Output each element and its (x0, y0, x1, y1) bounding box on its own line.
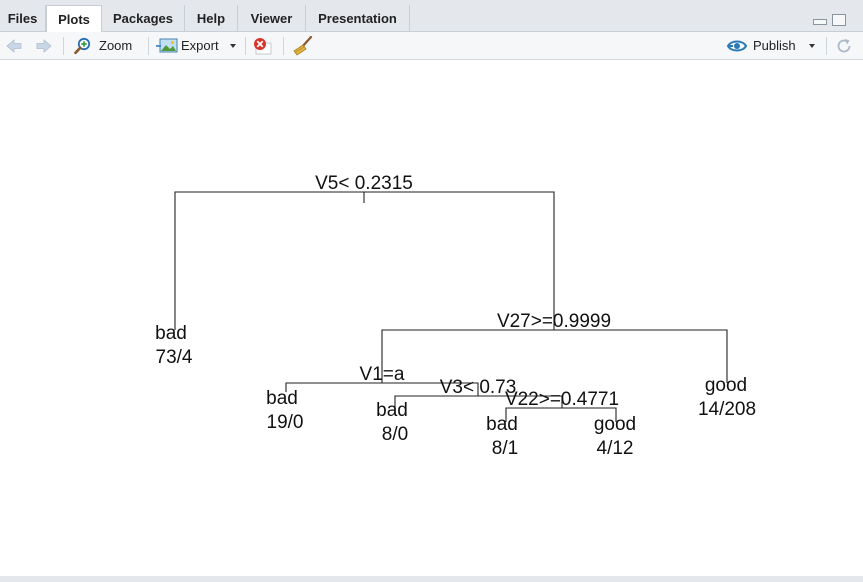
leaf-class: bad (155, 323, 187, 344)
tree-branches (174, 191, 728, 422)
leaf-counts: 14/208 (698, 399, 756, 420)
split-label-v22: V22>=0.4771 (505, 389, 619, 410)
publish-button[interactable]: Publish (727, 35, 822, 57)
toolbar-separator (148, 37, 149, 55)
tab-viewer[interactable]: Viewer (238, 5, 306, 32)
leaf-counts: 8/1 (492, 438, 518, 459)
broom-icon[interactable] (292, 36, 314, 56)
tab-packages[interactable]: Packages (102, 5, 185, 32)
plot-viewer: V5< 0.2315 V27>=0.9999 V1=a V3< 0.73 V22… (0, 60, 863, 576)
leaf-class: good (705, 375, 747, 396)
branch-v22 (505, 407, 617, 422)
leaf-counts: 8/0 (382, 424, 408, 445)
export-button[interactable]: Export (156, 35, 240, 57)
split-label-v1: V1=a (360, 364, 405, 385)
decision-tree-plot: V5< 0.2315 V27>=0.9999 V1=a V3< 0.73 V22… (155, 173, 756, 459)
toolbar-separator (283, 37, 284, 55)
chevron-down-icon (230, 44, 236, 48)
refresh-icon[interactable] (835, 37, 853, 55)
chevron-down-icon (809, 44, 815, 48)
minimize-pane-icon[interactable] (813, 19, 827, 25)
branch-root (174, 191, 555, 330)
remove-plot-icon[interactable] (252, 37, 272, 55)
publish-label: Publish (753, 38, 796, 53)
tab-bar: Files Plots Packages Help Viewer Present… (0, 0, 863, 33)
toolbar-separator (63, 37, 64, 55)
plots-toolbar: Zoom Export (0, 32, 863, 60)
toolbar-separator (245, 37, 246, 55)
branch-v27 (381, 329, 728, 383)
leaf-counts: 73/4 (156, 347, 193, 368)
leaf-counts: 4/12 (597, 438, 634, 459)
zoom-icon (74, 37, 91, 55)
split-label-v27: V27>=0.9999 (497, 311, 611, 332)
branch-v1 (285, 382, 479, 396)
zoom-label: Zoom (99, 38, 133, 53)
leaf-class: bad (266, 388, 298, 409)
pane-controls (813, 14, 849, 28)
export-label: Export (181, 38, 219, 53)
leaf-counts: 19/0 (267, 412, 304, 433)
export-image-icon (156, 38, 178, 53)
zoom-button[interactable]: Zoom (74, 35, 140, 57)
leaf-class: bad (486, 414, 518, 435)
maximize-pane-icon[interactable] (832, 14, 846, 26)
tab-files[interactable]: Files (0, 5, 46, 32)
toolbar-separator (826, 37, 827, 55)
tab-help[interactable]: Help (185, 5, 238, 32)
leaf-class: good (594, 414, 636, 435)
pane-bottom-border (0, 576, 863, 582)
arrow-left-icon[interactable] (6, 39, 22, 53)
tab-plots[interactable]: Plots (46, 5, 102, 33)
publish-icon (727, 40, 747, 52)
split-label-v3: V3< 0.73 (440, 377, 517, 398)
arrow-right-icon[interactable] (36, 39, 52, 53)
split-label-root: V5< 0.2315 (315, 173, 413, 194)
leaf-class: bad (376, 400, 408, 421)
branch-v3 (394, 395, 563, 409)
tab-presentation[interactable]: Presentation (306, 5, 410, 32)
